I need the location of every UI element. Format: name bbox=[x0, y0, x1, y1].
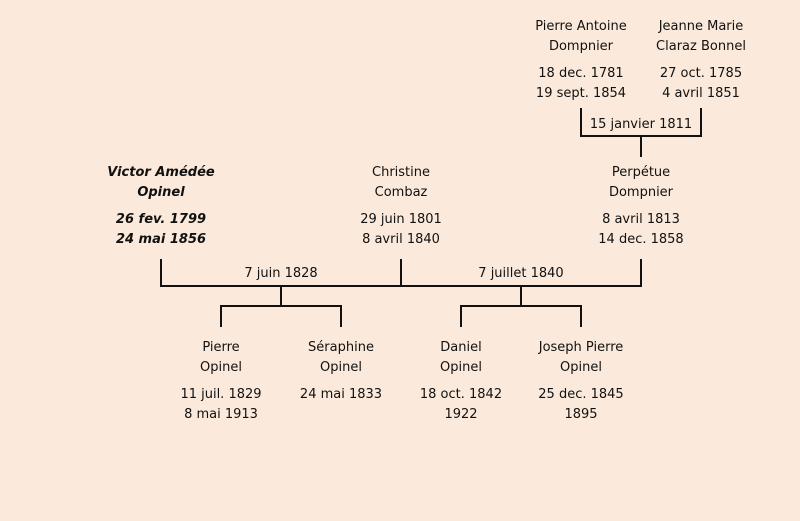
birth-date: 25 dec. 1845 bbox=[538, 387, 624, 402]
last-name: Dompnier bbox=[548, 39, 614, 54]
last-name: Opinel bbox=[137, 185, 185, 200]
first-name: Victor Amédée bbox=[107, 165, 215, 180]
birth-date: 27 oct. 1785 bbox=[659, 66, 743, 81]
death-date: 4 avril 1851 bbox=[662, 86, 740, 101]
last-name: Claraz Bonnel bbox=[656, 39, 746, 54]
birth-date: 11 juil. 1829 bbox=[180, 387, 262, 402]
death-date: 1895 bbox=[564, 407, 598, 422]
birth-date: 26 fev. 1799 bbox=[115, 212, 207, 227]
person-seraphine-opinel: Séraphine Opinel 24 mai 1833 bbox=[266, 338, 416, 405]
first-name: Séraphine bbox=[308, 340, 374, 355]
last-name: Dompnier bbox=[608, 185, 674, 200]
last-name: Opinel bbox=[440, 360, 482, 375]
last-name: Combaz bbox=[374, 185, 428, 200]
birth-date: 18 dec. 1781 bbox=[538, 66, 624, 81]
marriage-date-dompnier-claraz: 15 janvier 1811 bbox=[589, 117, 693, 132]
death-date: 8 mai 1913 bbox=[184, 407, 258, 422]
first-name: Joseph Pierre bbox=[538, 340, 624, 355]
death-date: 8 avril 1840 bbox=[362, 232, 440, 247]
person-pierre-antoine-dompnier: Pierre Antoine Dompnier 18 dec. 1781 19 … bbox=[506, 17, 656, 104]
first-name: Pierre bbox=[202, 340, 240, 355]
person-jeanne-marie-claraz-bonnel: Jeanne Marie Claraz Bonnel 27 oct. 1785 … bbox=[626, 17, 776, 104]
death-date: 14 dec. 1858 bbox=[598, 232, 684, 247]
death-date: 1922 bbox=[444, 407, 478, 422]
person-pierre-opinel: Pierre Opinel 11 juil. 1829 8 mai 1913 bbox=[146, 338, 296, 425]
first-name: Jeanne Marie bbox=[658, 19, 744, 34]
person-joseph-pierre-opinel: Joseph Pierre Opinel 25 dec. 1845 1895 bbox=[506, 338, 656, 425]
first-name: Christine bbox=[372, 165, 430, 180]
person-christine-combaz: Christine Combaz 29 juin 1801 8 avril 18… bbox=[326, 163, 476, 250]
death-date: 19 sept. 1854 bbox=[535, 86, 627, 101]
birth-date: 29 juin 1801 bbox=[360, 212, 442, 227]
first-name: Pierre Antoine bbox=[535, 19, 627, 34]
person-victor-amedee-opinel: Victor Amédée Opinel 26 fev. 1799 24 mai… bbox=[86, 163, 236, 250]
marriage-date-victor-perpetue: 7 juillet 1840 bbox=[478, 266, 564, 281]
first-name: Perpétue bbox=[611, 165, 671, 180]
death-date: 24 mai 1856 bbox=[115, 232, 207, 247]
first-name: Daniel bbox=[440, 340, 482, 355]
person-perpetue-dompnier: Perpétue Dompnier 8 avril 1813 14 dec. 1… bbox=[566, 163, 716, 250]
last-name: Opinel bbox=[560, 360, 602, 375]
person-daniel-opinel: Daniel Opinel 18 oct. 1842 1922 bbox=[386, 338, 536, 425]
birth-date: 18 oct. 1842 bbox=[419, 387, 503, 402]
last-name: Opinel bbox=[200, 360, 242, 375]
marriage-date-victor-christine: 7 juin 1828 bbox=[244, 266, 318, 281]
birth-date: 24 mai 1833 bbox=[299, 387, 383, 402]
birth-date: 8 avril 1813 bbox=[602, 212, 680, 227]
last-name: Opinel bbox=[320, 360, 362, 375]
